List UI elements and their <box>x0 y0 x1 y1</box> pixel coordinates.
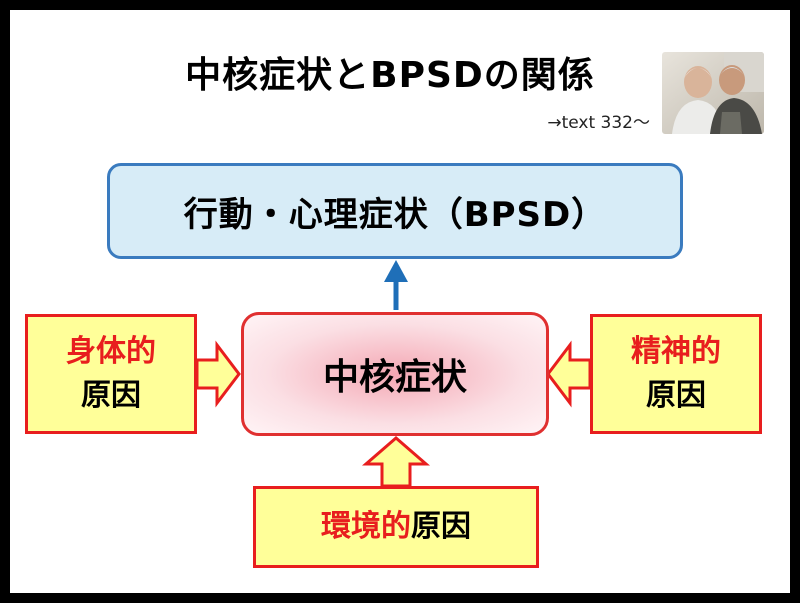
environmental-cause-box: 環境的原因 <box>253 486 539 568</box>
left-cause-arrow <box>195 340 241 408</box>
mental-cause-label: 精神的 <box>631 334 721 369</box>
text-reference: →text 332～ <box>547 113 650 133</box>
slide-title: 中核症状とBPSDの関係 <box>185 55 595 96</box>
slide: 中核症状とBPSDの関係 →text 332～ <box>10 10 790 593</box>
environmental-cause-suffix: 原因 <box>411 509 471 544</box>
up-arrow <box>384 260 408 310</box>
physical-cause-suffix: 原因 <box>81 378 141 413</box>
diagram-arrows <box>195 260 592 488</box>
mental-cause-suffix: 原因 <box>646 378 706 413</box>
bpsd-box: 行動・心理症状（BPSD） <box>107 163 683 259</box>
right-cause-arrow <box>546 340 592 408</box>
core-symptoms-box: 中核症状 <box>241 312 549 436</box>
environmental-cause-label: 環境的 <box>321 509 411 544</box>
mental-cause-box: 精神的 原因 <box>590 314 762 434</box>
physical-cause-label: 身体的 <box>66 334 156 369</box>
elderly-couple-photo <box>662 52 764 134</box>
bottom-cause-arrow <box>361 436 431 488</box>
physical-cause-box: 身体的 原因 <box>25 314 197 434</box>
